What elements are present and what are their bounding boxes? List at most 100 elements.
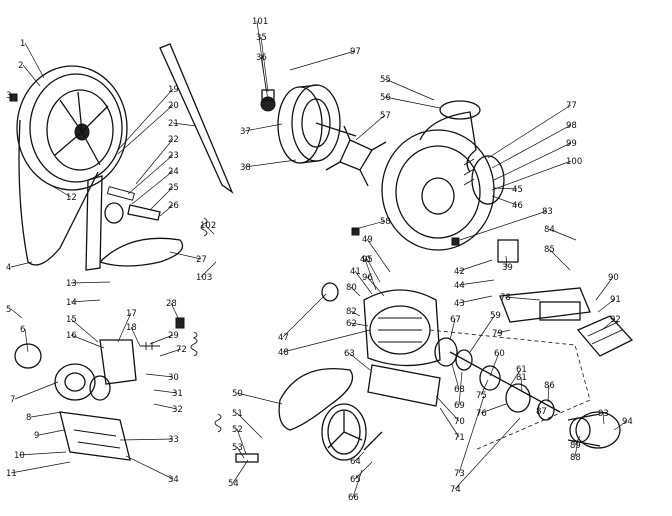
callout-leader-103	[200, 261, 217, 278]
callout-label-23: 23	[168, 151, 179, 161]
callout-label-50: 50	[232, 389, 243, 399]
callout-label-52: 52	[232, 425, 243, 435]
callout-label-14: 14	[66, 298, 77, 308]
long-v-belt	[159, 43, 234, 194]
callout-leader-68	[451, 363, 460, 390]
callout-leader-78	[504, 296, 541, 301]
callout-leader-92	[601, 318, 616, 331]
callout-label-65: 65	[350, 475, 361, 485]
callout-label-67: 67	[450, 315, 461, 325]
callout-leader-89	[574, 435, 581, 446]
callout-leader-54	[232, 459, 249, 484]
callout-leader-30	[145, 373, 174, 378]
callout-leader-9	[38, 429, 65, 436]
callout-leader-23	[127, 154, 174, 195]
callout-leader-43	[458, 295, 493, 304]
callout-label-68: 68	[454, 385, 465, 395]
shaft-components	[429, 329, 591, 451]
callout-label-81: 81	[516, 373, 527, 383]
callout-leader-27	[169, 251, 202, 260]
callout-label-86: 86	[544, 381, 555, 391]
callout-leader-84	[548, 228, 577, 241]
callout-label-57: 57	[380, 111, 391, 121]
callout-label-77: 77	[566, 101, 577, 111]
callout-leader-49	[366, 238, 391, 273]
small-motor	[14, 339, 137, 461]
callout-label-62: 62	[346, 319, 357, 329]
callout-leader-16	[70, 334, 105, 349]
callout-leader-47	[282, 293, 327, 338]
callout-label-54: 54	[228, 479, 239, 489]
callout-leader-55	[384, 78, 435, 101]
callout-leader-33	[119, 438, 174, 441]
callout-label-96: 96	[362, 273, 373, 283]
callout-label-9: 9	[34, 431, 39, 441]
callout-labels: 1234567891011121314151617181920212223242…	[6, 17, 633, 503]
callout-leader-59	[469, 314, 496, 353]
callout-leader-2	[22, 64, 41, 87]
callout-leader-48	[282, 329, 371, 353]
callout-leader-18	[130, 326, 141, 347]
callout-label-66: 66	[348, 493, 359, 503]
callout-leader-98	[491, 124, 572, 169]
callout-leader-25	[149, 186, 174, 211]
callout-leader-37	[244, 123, 283, 132]
callout-label-36: 36	[256, 53, 267, 63]
callout-leader-19	[117, 88, 174, 151]
callout-leader-6	[24, 328, 29, 353]
callout-leader-5	[10, 308, 23, 319]
callout-label-8: 8	[26, 413, 31, 423]
callout-label-34: 34	[168, 475, 179, 485]
callout-label-1: 1	[20, 39, 25, 49]
callout-label-91: 91	[610, 295, 621, 305]
callout-leader-61	[509, 368, 522, 387]
callout-leader-73	[458, 395, 485, 474]
callout-label-3: 3	[6, 91, 11, 101]
callout-leader-44	[458, 279, 495, 286]
callout-label-76: 76	[476, 409, 487, 419]
callout-leader-32	[153, 403, 178, 410]
callout-label-58: 58	[380, 217, 391, 227]
fan-impeller	[325, 125, 387, 187]
callout-label-92: 92	[610, 315, 621, 325]
callout-leader-28	[170, 302, 181, 323]
callout-leader-91	[597, 298, 616, 313]
callout-label-102: 102	[200, 221, 216, 231]
callout-leader-41	[354, 270, 373, 295]
callout-label-6: 6	[20, 325, 25, 335]
callout-leader-52	[236, 428, 247, 455]
callout-leader-67	[449, 318, 456, 341]
callout-leader-3	[10, 94, 13, 99]
callout-label-89: 89	[570, 441, 581, 451]
callout-label-99: 99	[566, 139, 577, 149]
callout-leader-75	[480, 379, 489, 396]
callout-leader-77	[487, 104, 572, 159]
callout-label-94: 94	[622, 417, 633, 427]
springs-and-fasteners	[9, 93, 460, 463]
callout-leader-10	[18, 451, 67, 456]
callout-leader-62	[350, 322, 369, 327]
callout-leader-57	[355, 114, 386, 141]
callout-label-17: 17	[126, 309, 137, 319]
callout-leader-46	[491, 195, 518, 206]
callout-leader-15	[70, 318, 99, 343]
callout-leader-65	[354, 461, 373, 480]
callout-label-31: 31	[172, 389, 183, 399]
callout-label-55: 55	[380, 75, 391, 85]
callout-label-30: 30	[168, 373, 179, 383]
callout-label-40: 40	[360, 255, 371, 265]
callout-leader-24	[131, 170, 174, 205]
callout-label-16: 16	[66, 331, 77, 341]
callout-label-2: 2	[18, 61, 23, 71]
callout-label-7: 7	[10, 395, 15, 405]
callout-leader-99	[493, 142, 572, 181]
callout-label-26: 26	[168, 201, 179, 211]
callout-leader-38	[244, 159, 297, 168]
callout-label-13: 13	[66, 279, 77, 289]
callout-label-24: 24	[168, 167, 179, 177]
callout-label-21: 21	[168, 119, 179, 129]
callout-label-75: 75	[476, 391, 487, 401]
callout-leader-1	[24, 42, 45, 79]
callout-label-38: 38	[240, 163, 251, 173]
